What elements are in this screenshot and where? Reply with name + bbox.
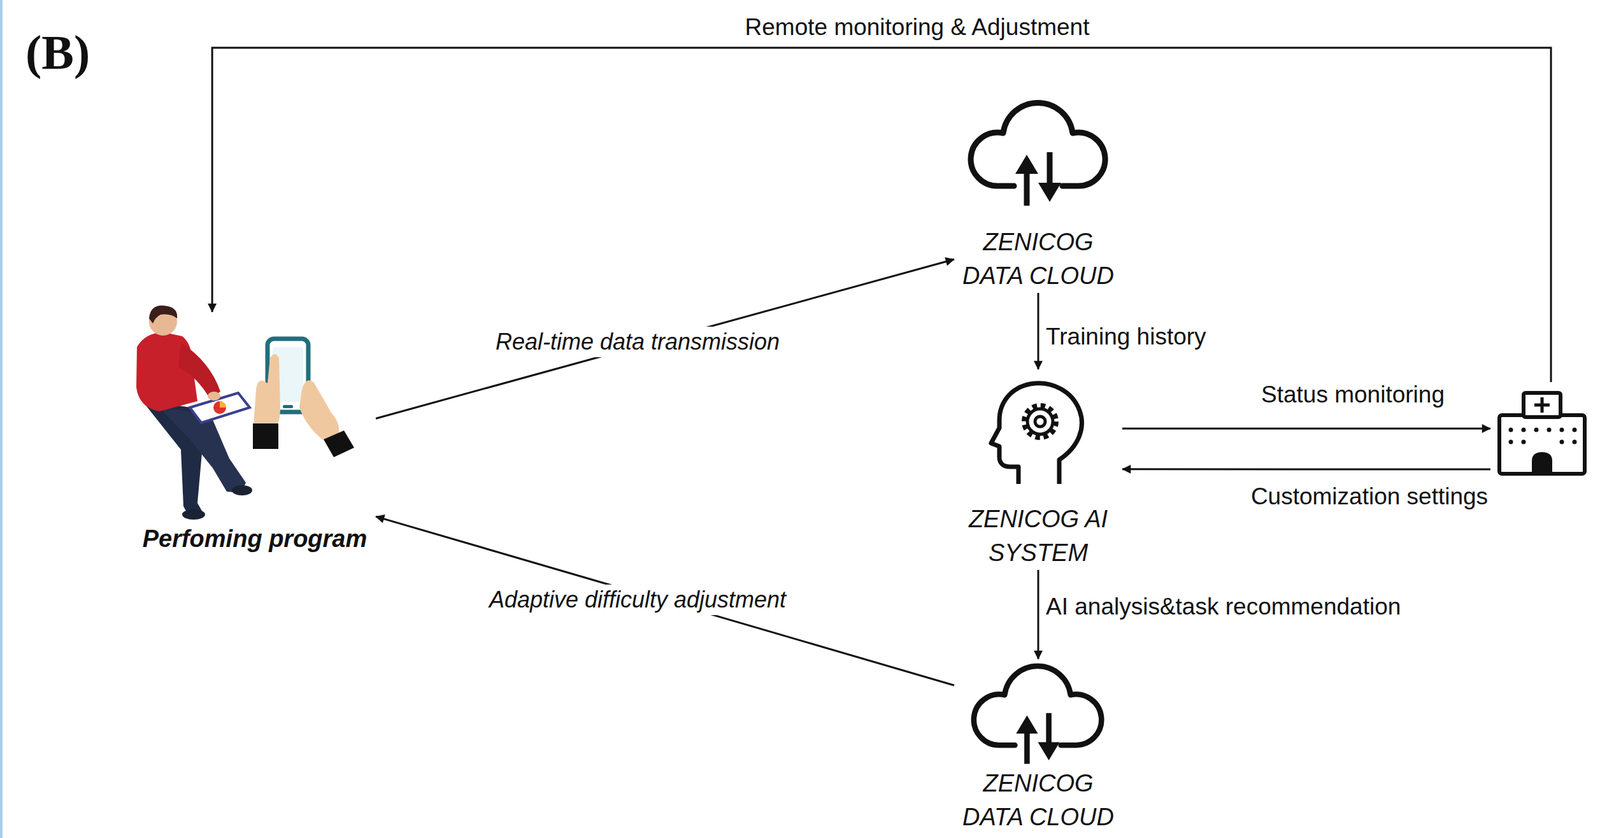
- edge-label: Training history: [1042, 321, 1211, 353]
- edge-label: AI analysis&task recommendation: [1042, 591, 1405, 623]
- connector-arrow: [1037, 570, 1040, 660]
- connector-arrow: [1122, 468, 1491, 471]
- node-label: ZENICOG AI SYSTEM: [954, 502, 1123, 571]
- edge-label: Real-time data transmission: [491, 326, 784, 357]
- cloud-node: ZENICOG DATA CLOUD: [954, 95, 1123, 293]
- connector-arrow: [212, 47, 1551, 383]
- cloud-icon: [973, 666, 1102, 765]
- node-label: Perfoming program: [133, 524, 376, 555]
- edge-label: Adaptive difficulty adjustment: [485, 584, 790, 615]
- ai-node: ZENICOG AI SYSTEM: [954, 369, 1123, 571]
- edge-label: Customization settings: [1247, 481, 1492, 513]
- edge-label: Remote monitoring & Adjustment: [741, 12, 1094, 43]
- node-label: ZENICOG DATA CLOUD: [954, 766, 1123, 835]
- hospital-node: [1490, 382, 1593, 485]
- ai-head-icon: [991, 383, 1082, 485]
- edge-label: Status monitoring: [1257, 379, 1449, 411]
- hospital-icon: [1499, 392, 1585, 474]
- page-edge: [0, 0, 3, 838]
- cloud-node: ZENICOG DATA CLOUD: [954, 659, 1123, 835]
- cloud-icon: [970, 102, 1106, 206]
- connector-arrow: [1037, 292, 1040, 370]
- connector-arrow: [375, 259, 955, 419]
- connector-arrow: [375, 516, 955, 686]
- connector-arrow: [1122, 427, 1491, 430]
- panel-letter: (B): [25, 28, 90, 77]
- node-label: ZENICOG DATA CLOUD: [954, 225, 1123, 293]
- person-illustration: [136, 305, 355, 520]
- actor-node: Perfoming program: [133, 312, 376, 555]
